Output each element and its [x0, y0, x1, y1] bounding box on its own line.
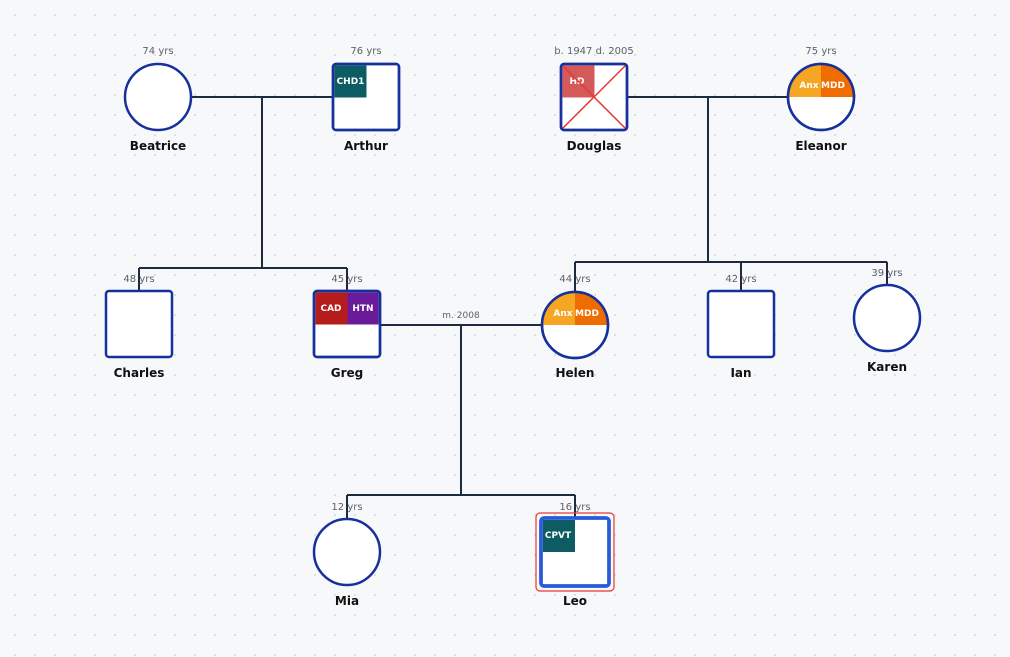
deceased-cross-line — [561, 64, 627, 130]
condition-quadrant-mdd — [821, 64, 854, 97]
condition-quadrant-anx — [542, 292, 575, 325]
male-symbol[interactable] — [104, 289, 174, 359]
person-beatrice[interactable]: 74 yrs Beatrice — [123, 46, 193, 153]
condition-label: MDD — [575, 309, 599, 319]
condition-label: MDD — [821, 81, 845, 91]
person-arthur[interactable]: 76 yrs CHD1 Arthur — [331, 46, 401, 153]
person-age: 76 yrs — [350, 46, 381, 57]
female-symbol-outline — [786, 62, 856, 132]
marriage-label-greg-helen: m. 2008 — [442, 311, 480, 321]
condition-quadrant-htn — [347, 292, 379, 325]
person-age: 16 yrs — [559, 502, 590, 513]
person-karen[interactable]: 39 yrs Karen — [852, 268, 922, 374]
person-age: 45 yrs — [331, 274, 362, 285]
female-symbol[interactable] — [123, 62, 193, 132]
condition-label: HTN — [352, 304, 373, 314]
person-leo[interactable]: 16 yrs CPVT Leo — [535, 502, 615, 608]
person-name: Karen — [867, 360, 907, 374]
male-symbol-outline — [312, 289, 382, 359]
male-symbol-outline — [539, 516, 611, 588]
person-name: Charles — [114, 366, 165, 380]
person-name: Beatrice — [130, 139, 186, 153]
male-symbol[interactable] — [706, 289, 776, 359]
condition-quadrant-cpvt — [543, 520, 575, 552]
person-name: Leo — [563, 594, 587, 608]
person-name: Arthur — [344, 139, 388, 153]
condition-quadrant-chd1 — [334, 65, 367, 98]
female-symbol[interactable] — [852, 283, 922, 353]
male-symbol-outline — [559, 62, 629, 132]
person-charles[interactable]: 48 yrs Charles — [104, 274, 174, 380]
condition-label: CHD1 — [337, 77, 365, 87]
person-age: 42 yrs — [725, 274, 756, 285]
person-age: b. 1947 d. 2005 — [554, 46, 634, 57]
person-helen[interactable]: 44 yrs Anx MDD Helen — [540, 274, 610, 380]
relationship-lines — [138, 96, 888, 519]
condition-label: Anx — [553, 309, 572, 319]
person-age: 75 yrs — [805, 46, 836, 57]
condition-label: HD — [569, 77, 584, 87]
condition-label: CAD — [320, 304, 341, 314]
person-age: 74 yrs — [142, 46, 173, 57]
person-age: 44 yrs — [559, 274, 590, 285]
condition-quadrant-mdd — [575, 292, 608, 325]
person-eleanor[interactable]: 75 yrs Anx MDD Eleanor — [786, 46, 856, 153]
person-name: Greg — [331, 366, 364, 380]
condition-label: Anx — [799, 81, 818, 91]
person-name: Douglas — [567, 139, 622, 153]
person-douglas[interactable]: b. 1947 d. 2005 HD Douglas — [554, 46, 634, 153]
female-symbol[interactable] — [312, 517, 382, 587]
person-name: Mia — [335, 594, 359, 608]
condition-quadrant-anx — [788, 64, 821, 97]
person-age: 48 yrs — [123, 274, 154, 285]
person-age: 39 yrs — [871, 268, 902, 279]
person-name: Helen — [556, 366, 595, 380]
condition-quadrant-cad — [315, 292, 348, 325]
proband-highlight-frame — [535, 512, 615, 592]
person-name: Ian — [730, 366, 751, 380]
female-symbol-outline — [540, 290, 610, 360]
person-greg[interactable]: 45 yrs CAD HTN Greg — [312, 274, 382, 380]
person-mia[interactable]: 12 yrs Mia — [312, 502, 382, 608]
person-name: Eleanor — [795, 139, 846, 153]
male-symbol-outline — [331, 62, 401, 132]
person-ian[interactable]: 42 yrs Ian — [706, 274, 776, 380]
person-age: 12 yrs — [331, 502, 362, 513]
condition-label: CPVT — [545, 531, 572, 541]
